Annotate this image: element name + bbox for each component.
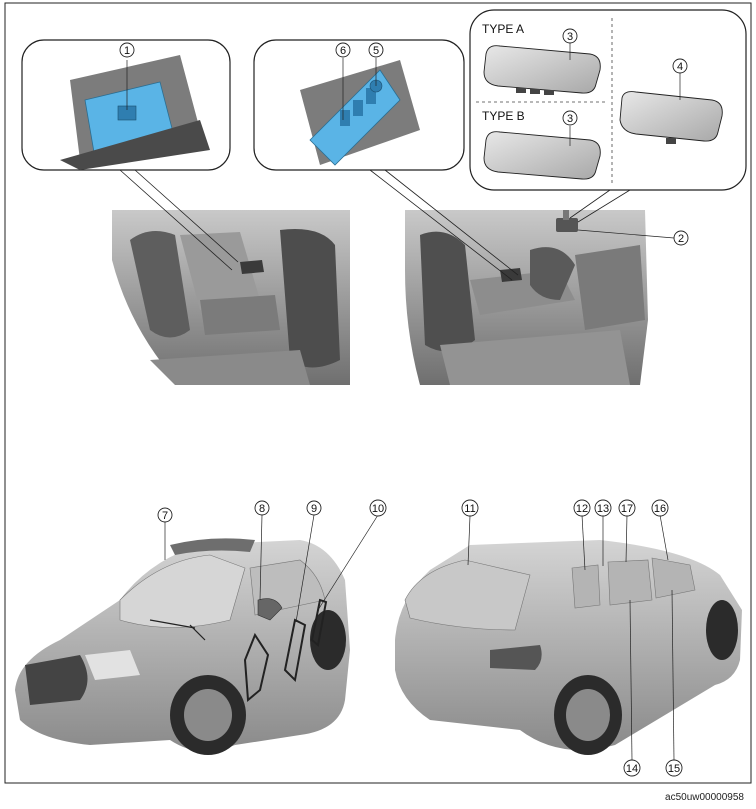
callout-15: 15 <box>665 759 683 777</box>
callout-14: 14 <box>623 759 641 777</box>
front-interior-view <box>405 210 648 385</box>
svg-text:3: 3 <box>567 113 573 125</box>
callout-6: 6 <box>335 42 351 58</box>
svg-text:6: 6 <box>340 45 346 57</box>
callout-13: 13 <box>594 499 612 517</box>
callout-3-type-a: 3 <box>562 28 578 44</box>
svg-text:7: 7 <box>162 510 168 522</box>
svg-text:17: 17 <box>621 503 633 515</box>
svg-text:10: 10 <box>372 503 384 515</box>
svg-text:15: 15 <box>668 763 680 775</box>
zoom-balloon-rear-switch <box>21 39 231 171</box>
svg-text:5: 5 <box>373 45 379 57</box>
svg-text:9: 9 <box>311 503 317 515</box>
svg-text:11: 11 <box>464 503 475 515</box>
callout-5: 5 <box>368 42 384 58</box>
rear-interior-view <box>112 210 350 385</box>
leader-balloon1 <box>134 169 239 263</box>
callout-12: 12 <box>573 499 591 517</box>
callout-11: 11 <box>461 499 479 517</box>
leader-balloon2b <box>369 169 513 281</box>
callout-4: 4 <box>672 58 688 74</box>
callout-10: 10 <box>369 499 387 517</box>
svg-text:16: 16 <box>654 503 666 515</box>
type-a-label: TYPE A <box>482 22 524 36</box>
inside-mirror-location <box>556 210 578 232</box>
leader-balloon2 <box>384 169 519 276</box>
figure-frame <box>4 2 752 784</box>
callout-16: 16 <box>651 499 669 517</box>
callout-7: 7 <box>157 507 173 523</box>
leader-item2 <box>577 229 675 239</box>
leader-balloon3 <box>569 189 611 219</box>
callout-1: 1 <box>119 42 135 58</box>
callout-2: 2 <box>673 230 689 246</box>
callout-17: 17 <box>618 499 636 517</box>
svg-text:2: 2 <box>678 233 684 245</box>
svg-text:12: 12 <box>576 503 588 515</box>
figure-code: ac50uw00000958 <box>665 792 744 803</box>
svg-text:1: 1 <box>124 45 130 57</box>
svg-text:4: 4 <box>677 61 683 73</box>
callout-9: 9 <box>306 500 322 516</box>
svg-text:14: 14 <box>626 763 638 775</box>
callout-3-type-b: 3 <box>562 110 578 126</box>
car-front-view <box>15 514 379 755</box>
svg-text:8: 8 <box>259 503 265 515</box>
svg-text:3: 3 <box>567 31 573 43</box>
leader-balloon3b <box>577 189 631 223</box>
type-b-label: TYPE B <box>482 109 525 123</box>
zoom-balloon-mirrors <box>469 9 747 191</box>
leader-balloon1b <box>119 169 233 271</box>
svg-text:13: 13 <box>597 503 609 515</box>
callout-8: 8 <box>254 500 270 516</box>
car-rear-view <box>395 514 742 761</box>
zoom-balloon-driver-switch <box>253 39 465 171</box>
